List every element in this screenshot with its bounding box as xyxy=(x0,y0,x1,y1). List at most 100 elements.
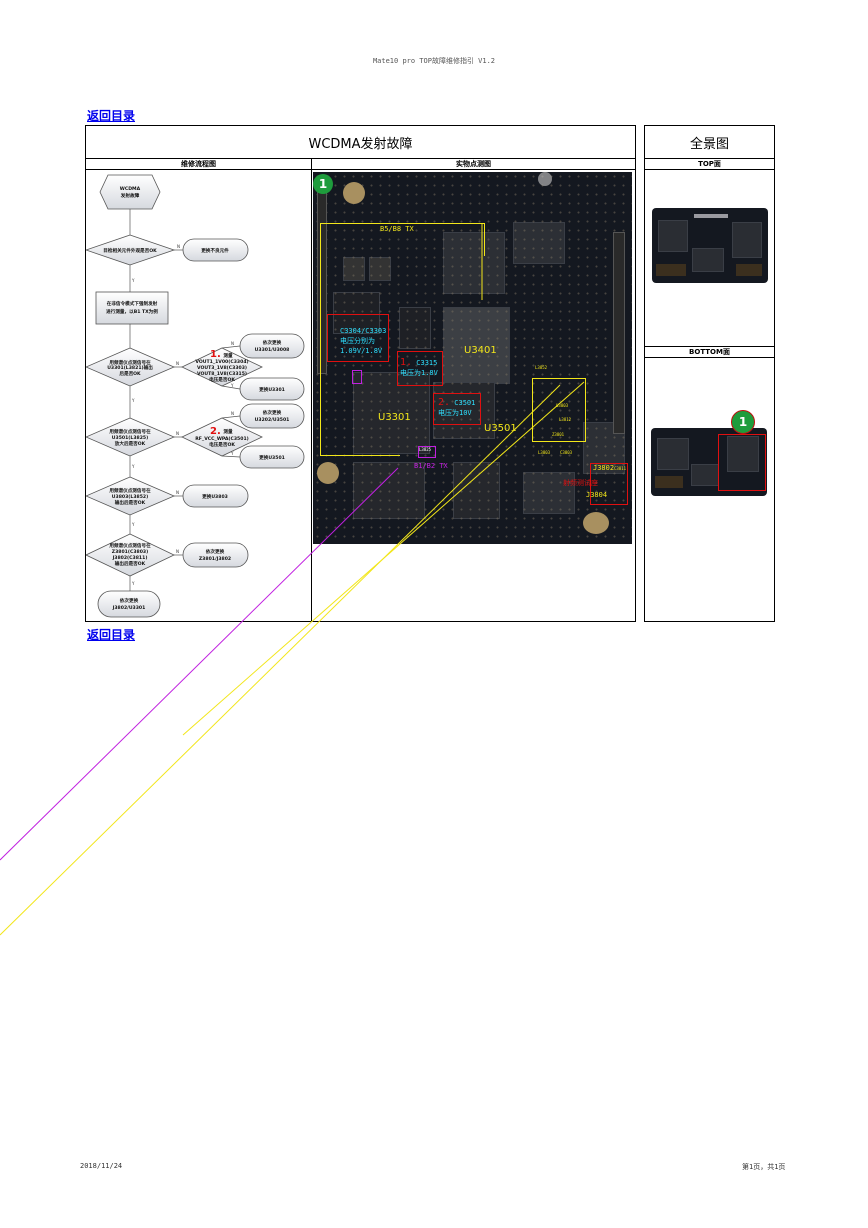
c3315-note-line1: C3315 xyxy=(416,359,438,367)
top-board-image xyxy=(652,208,768,283)
q4-text-2: U3803(L3852) xyxy=(112,494,148,500)
q5-text-2: Z3801(C3803) xyxy=(112,549,148,555)
l3852-label: L3852 xyxy=(535,365,548,370)
step1-text-2: 进行测量，以B1 TX为例 xyxy=(106,308,158,315)
c3315-step-number: 1. xyxy=(400,357,413,368)
u3401-label: U3401 xyxy=(464,345,497,356)
replace-u3301-u3008-terminal xyxy=(239,333,305,359)
q3-yes-label: Y xyxy=(131,464,135,469)
c3304-note: C3304/C3303 电压分别为 1.09V/1.8V xyxy=(340,326,386,356)
c3811-label: C3811 xyxy=(614,466,627,471)
a3a-text-1: 依次更换 xyxy=(263,409,282,416)
q3b-step-number: 2. xyxy=(210,426,221,437)
b5b8-tx-label: B5/B8 TX xyxy=(380,225,414,233)
photo-marker-badge: 1 xyxy=(313,174,333,194)
q2b-text-3: VOUT3_1V8(C3303) xyxy=(197,365,247,371)
back-to-contents-link-bottom[interactable]: 返回目录 xyxy=(87,628,136,642)
l3812-label: L3812 xyxy=(559,417,572,422)
repair-flowchart: WCDMA 发射故障 目检相关元件外观是否OK 更换不良元件 在非信令模式下强制… xyxy=(86,174,305,618)
q3-no-label: N xyxy=(176,431,179,436)
l3825-marker xyxy=(418,446,436,458)
q2b-step-number: 1. xyxy=(210,349,221,360)
a5-text-2: Z3801/J3802 xyxy=(199,556,231,562)
c3304-note-line2: 电压分别为 xyxy=(340,337,375,345)
q3b-yes-label: Y xyxy=(230,451,234,456)
c3304-note-line3: 1.09V/1.8V xyxy=(340,347,383,355)
c3501-note-line2: 电压为10V xyxy=(438,409,472,417)
j3802-label: J3802 xyxy=(593,464,615,472)
yellow-leader-line-1 xyxy=(0,384,561,936)
q5-text-1: 用频谱仪点测信号在 xyxy=(109,542,151,549)
u3301-label: U3301 xyxy=(378,412,411,423)
z3801-label: Z3801 xyxy=(552,432,565,437)
l3803-label: L3803 xyxy=(538,450,551,455)
end-terminal xyxy=(97,590,161,618)
q5-no-label: N xyxy=(176,549,179,554)
step-force-tx xyxy=(95,291,169,325)
magenta-leader-line xyxy=(0,467,399,861)
q4-no-label: N xyxy=(176,490,179,495)
bottom-marker-badge: 1 xyxy=(731,410,755,434)
q2-yes-label: Y xyxy=(131,398,135,403)
pcb-photo xyxy=(313,172,632,544)
rf-path-box xyxy=(532,378,586,442)
a2a-text-2: U3301/U3008 xyxy=(255,347,290,353)
c3315-note-box xyxy=(397,351,443,386)
a5-text-1: 依次更换 xyxy=(206,548,225,555)
u3501-label: U3501 xyxy=(484,423,517,434)
start-text-1: WCDMA xyxy=(120,186,141,192)
c3501-note-box xyxy=(433,393,481,425)
b5b8-path-bottom xyxy=(320,455,400,456)
c3803-label: C3803 xyxy=(560,450,573,455)
q1-no-label: N xyxy=(177,244,180,249)
q2-text-1: 用频谱仪点测信号在 xyxy=(109,359,151,366)
q5-text-4: 输出后是否OK xyxy=(115,560,146,567)
b1b2-tx-label: B1/B2 TX xyxy=(414,462,448,470)
q2b-text-1: 测量 xyxy=(223,352,233,359)
end-text-2: J3802/U3301 xyxy=(112,605,146,611)
footer-page-number: 第1页，共1页 xyxy=(742,1163,786,1171)
q4-yes-label: Y xyxy=(131,522,135,527)
q3b-text-2: RF_VCC_WPA(C3501) xyxy=(195,436,249,442)
q2b-yes-label: Y xyxy=(230,383,234,388)
step1-text-1: 在非信令模式下强制发射 xyxy=(107,300,158,307)
c3315-note: 1. C3315 电压为1.8V xyxy=(400,358,438,378)
c3304-note-box xyxy=(327,314,389,362)
q4-text-3: 输出后是否OK xyxy=(115,499,146,506)
rf-test-seat-label: 射频测试座 xyxy=(563,479,598,487)
a3a-text-2: U3202/U3501 xyxy=(255,417,290,423)
a3b-text: 更换U3501 xyxy=(259,454,285,461)
start-text-2: 发射故障 xyxy=(120,192,140,199)
q2b-text-2: VOUT1_1V00(C3304) xyxy=(195,359,248,365)
bottom-board-image xyxy=(651,428,767,496)
a1-text: 更换不良元件 xyxy=(201,247,229,254)
footer-date: 2018/11/24 xyxy=(80,1162,123,1170)
q2b-text-4: VOUT8_1V8(C3315) xyxy=(197,371,247,377)
start-hexagon xyxy=(99,174,161,210)
q3b-no-label: N xyxy=(231,411,234,416)
replace-u3202-u3501-terminal xyxy=(239,403,305,429)
back-to-contents-link-top[interactable]: 返回目录 xyxy=(87,109,136,123)
l3825-label: L3825 xyxy=(419,447,432,452)
q4-text-1: 用频谱仪点测信号在 xyxy=(109,487,151,494)
yellow-leader-line-2 xyxy=(182,381,585,736)
q3b-text-3: 电压是否OK xyxy=(209,441,235,448)
a4-text: 更换U3803 xyxy=(202,493,228,500)
page-header: Mate10 pro TOP故障维修指引 V1.2 xyxy=(372,57,496,65)
c3315-note-line2: 电压为1.8V xyxy=(400,369,438,377)
photo-cell xyxy=(311,169,636,622)
q2-no-label: N xyxy=(176,361,179,366)
l3821-marker xyxy=(352,370,362,384)
q5-text-3: J3802(C3811) xyxy=(112,555,148,561)
c3501-step-number: 2. xyxy=(438,397,451,408)
end-text-1: 依次更换 xyxy=(120,597,139,604)
q2b-text-5: 电压是否OK xyxy=(209,376,235,383)
q3b-text-1: 测量 xyxy=(223,428,233,435)
bottom-highlight-box xyxy=(718,434,766,491)
q5-yes-label: Y xyxy=(131,581,135,586)
b5b8-path-left xyxy=(320,223,321,455)
c3501-note-line1: C3501 xyxy=(454,399,476,407)
u3803-label: U3803 xyxy=(556,403,569,408)
q2-text-2: U3301(L3821)输出 xyxy=(107,364,153,371)
